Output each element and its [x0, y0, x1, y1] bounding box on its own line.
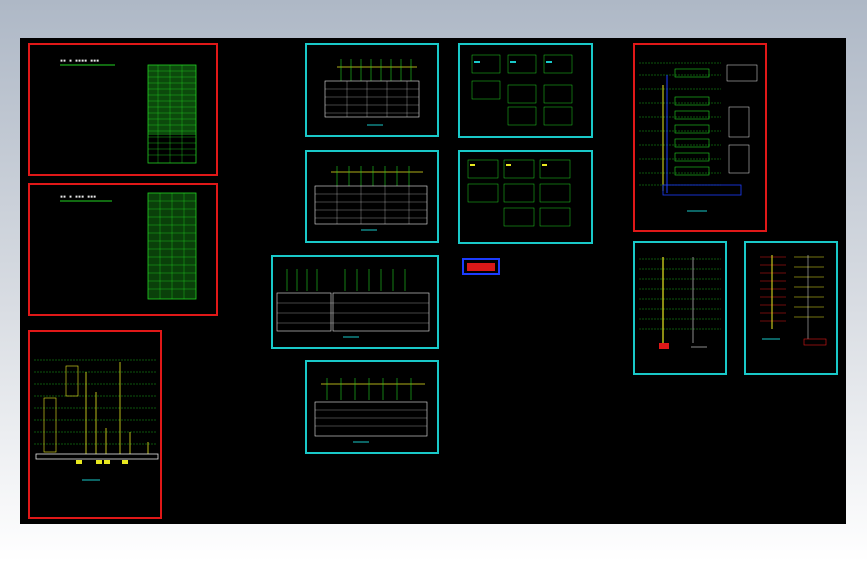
sheet-1-content: ▪▪ ▪ ▪▪▪▪ ▪▪▪ [60, 58, 197, 164]
sheet-9-content [467, 159, 571, 227]
drawing-canvas[interactable]: ▪▪ ▪ ▪▪▪▪ ▪▪▪ ▪▪ ▪ ▪▪▪ ▪▪▪ [20, 38, 846, 524]
sheet-6-content [276, 269, 430, 338]
sheet-10-content [639, 62, 758, 212]
svg-text:▪▪ ▪ ▪▪▪ ▪▪▪: ▪▪ ▪ ▪▪▪ ▪▪▪ [60, 194, 96, 200]
drawing-sheet-riser-diagram[interactable] [28, 330, 162, 519]
sheet-8-content [471, 54, 573, 126]
drawing-sheet-distribution-1[interactable] [305, 43, 439, 137]
sheet-12-content [760, 255, 827, 346]
drawing-sheet-distribution-3[interactable] [271, 255, 439, 349]
drawing-sheet-distribution-4[interactable] [305, 360, 439, 454]
sheet-7-content [314, 378, 428, 443]
sheet-3-content [34, 359, 159, 481]
sheet-4-content [324, 59, 420, 126]
sheet-5-content [314, 166, 428, 231]
legend-box[interactable] [462, 258, 500, 275]
drawing-sheet-equipment-table-2[interactable]: ▪▪ ▪ ▪▪▪ ▪▪▪ [28, 183, 218, 316]
drawing-sheet-panel-schedule-2[interactable] [458, 150, 593, 244]
drawing-sheet-system-diagram[interactable] [633, 43, 767, 232]
drawing-sheet-equipment-table-1[interactable]: ▪▪ ▪ ▪▪▪▪ ▪▪▪ [28, 43, 218, 176]
drawing-sheet-riser-2[interactable] [633, 241, 727, 375]
svg-text:▪▪ ▪ ▪▪▪▪ ▪▪▪: ▪▪ ▪ ▪▪▪▪ ▪▪▪ [60, 58, 99, 64]
drawing-sheet-riser-3[interactable] [744, 241, 838, 375]
drawing-sheet-panel-schedule-1[interactable] [458, 43, 593, 138]
sheet-2-content: ▪▪ ▪ ▪▪▪ ▪▪▪ [60, 192, 197, 300]
drawing-sheet-distribution-2[interactable] [305, 150, 439, 243]
sheet-11-content [639, 257, 721, 349]
legend-swatch [467, 263, 495, 271]
